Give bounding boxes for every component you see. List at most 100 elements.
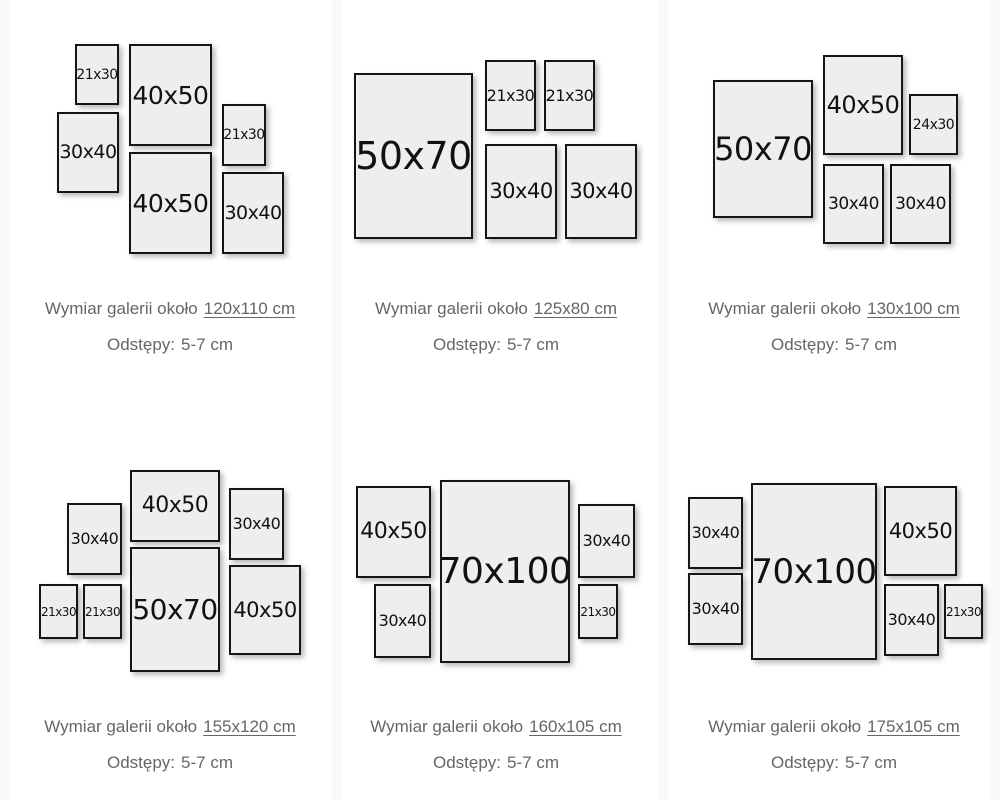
frame-size-label: 40x50 bbox=[888, 518, 953, 543]
gallery-size-link[interactable]: 125x80 cm bbox=[533, 299, 618, 318]
gallery-size-link[interactable]: 120x110 cm bbox=[203, 299, 296, 318]
frame-30x40: 30x40 bbox=[229, 488, 284, 560]
frame-size-label: 21x30 bbox=[486, 85, 535, 105]
frame-size-label: 40x50 bbox=[826, 91, 900, 119]
spacing-value: 5-7 cm bbox=[845, 753, 897, 772]
background-strip bbox=[990, 0, 1000, 800]
frame-21x30: 21x30 bbox=[75, 44, 119, 105]
frame-size-label: 30x40 bbox=[895, 193, 946, 214]
gallery-size-prefix: Wymiar galerii około bbox=[370, 717, 524, 736]
frame-30x40: 30x40 bbox=[823, 164, 884, 244]
frame-30x40: 30x40 bbox=[688, 573, 743, 645]
gallery-size-caption: Wymiar galerii około 160x105 cm bbox=[330, 717, 662, 737]
frame-size-label: 24x30 bbox=[912, 116, 955, 133]
frame-size-label: 30x40 bbox=[691, 523, 740, 542]
frame-size-label: 50x70 bbox=[355, 134, 472, 178]
frame-size-label: 30x40 bbox=[70, 529, 119, 548]
frame-21x30: 21x30 bbox=[83, 584, 122, 639]
frame-size-label: 30x40 bbox=[489, 179, 553, 203]
frame-30x40: 30x40 bbox=[688, 497, 743, 569]
gallery-size-prefix: Wymiar galerii około bbox=[44, 299, 198, 318]
frame-size-label: 40x50 bbox=[141, 493, 209, 518]
spacing-prefix: Odstępy: bbox=[106, 753, 176, 772]
frame-size-label: 21x30 bbox=[545, 85, 594, 105]
gallery-size-link[interactable]: 130x100 cm bbox=[867, 299, 960, 318]
gallery-size-prefix: Wymiar galerii około bbox=[708, 717, 862, 736]
frame-size-label: 21x30 bbox=[223, 127, 265, 143]
frame-21x30: 21x30 bbox=[544, 60, 595, 131]
frame-40x50: 40x50 bbox=[229, 565, 301, 655]
frame-40x50: 40x50 bbox=[129, 152, 212, 254]
frame-size-label: 30x40 bbox=[232, 514, 281, 533]
frame-size-label: 40x50 bbox=[132, 188, 209, 218]
spacing-prefix: Odstępy: bbox=[770, 753, 840, 772]
spacing-prefix: Odstępy: bbox=[432, 753, 502, 772]
gallery-spacing-caption: Odstępy: 5-7 cm bbox=[330, 335, 662, 355]
frame-30x40: 30x40 bbox=[485, 144, 557, 239]
frame-30x40: 30x40 bbox=[222, 172, 284, 254]
frame-size-label: 40x50 bbox=[233, 597, 297, 622]
frame-size-label: 40x50 bbox=[360, 519, 427, 544]
frame-size-label: 21x30 bbox=[40, 604, 77, 619]
gallery-card-6[interactable]: 30x40 70x100 40x50 30x40 30x40 21x30 Wym… bbox=[668, 420, 1000, 800]
frame-size-label: 70x100 bbox=[440, 550, 570, 592]
frame-size-label: 50x70 bbox=[132, 592, 218, 626]
frame-size-label: 21x30 bbox=[76, 66, 118, 83]
gallery-card-2[interactable]: 50x70 21x30 21x30 30x40 30x40 Wymiar gal… bbox=[330, 0, 662, 380]
frame-50x70: 50x70 bbox=[713, 80, 813, 218]
background-strip bbox=[0, 0, 10, 800]
gallery-size-link[interactable]: 160x105 cm bbox=[529, 717, 622, 736]
gallery-size-prefix: Wymiar galerii około bbox=[44, 717, 198, 736]
frame-50x70: 50x70 bbox=[354, 73, 473, 239]
frame-size-label: 30x40 bbox=[691, 599, 740, 618]
frame-size-label: 30x40 bbox=[887, 610, 936, 629]
frame-30x40: 30x40 bbox=[565, 144, 637, 239]
gallery-spacing-caption: Odstępy: 5-7 cm bbox=[0, 753, 340, 773]
gallery-card-5[interactable]: 40x50 70x100 30x40 30x40 21x30 Wymiar ga… bbox=[330, 420, 662, 800]
frame-30x40: 30x40 bbox=[884, 584, 939, 656]
spacing-prefix: Odstępy: bbox=[106, 335, 176, 354]
gallery-card-4[interactable]: 40x50 30x40 30x40 21x30 21x30 50x70 40x5… bbox=[0, 420, 340, 800]
frame-size-label: 21x30 bbox=[580, 604, 616, 619]
gallery-spacing-caption: Odstępy: 5-7 cm bbox=[330, 753, 662, 773]
frame-21x30: 21x30 bbox=[944, 584, 983, 639]
spacing-value: 5-7 cm bbox=[507, 335, 559, 354]
gallery-spacing-caption: Odstępy: 5-7 cm bbox=[668, 335, 1000, 355]
spacing-value: 5-7 cm bbox=[507, 753, 559, 772]
frame-40x50: 40x50 bbox=[823, 55, 903, 155]
frame-size-label: 30x40 bbox=[569, 179, 633, 203]
frame-21x30: 21x30 bbox=[485, 60, 536, 131]
frame-30x40: 30x40 bbox=[57, 112, 119, 193]
gallery-spacing-caption: Odstępy: 5-7 cm bbox=[0, 335, 340, 355]
gallery-card-3[interactable]: 50x70 40x50 24x30 30x40 30x40 Wymiar gal… bbox=[668, 0, 1000, 380]
frame-size-label: 30x40 bbox=[378, 611, 427, 630]
frame-70x100: 70x100 bbox=[440, 480, 570, 663]
frame-30x40: 30x40 bbox=[578, 504, 635, 578]
frame-size-label: 40x50 bbox=[132, 80, 209, 110]
background-strip bbox=[658, 0, 668, 800]
frame-size-label: 30x40 bbox=[828, 193, 879, 214]
frame-40x50: 40x50 bbox=[356, 486, 431, 578]
frame-70x100: 70x100 bbox=[751, 483, 877, 660]
gallery-size-link[interactable]: 175x105 cm bbox=[867, 717, 960, 736]
gallery-size-caption: Wymiar galerii około 175x105 cm bbox=[668, 717, 1000, 737]
spacing-value: 5-7 cm bbox=[181, 753, 233, 772]
spacing-prefix: Odstępy: bbox=[432, 335, 502, 354]
frame-size-label: 21x30 bbox=[84, 604, 121, 619]
frame-21x30: 21x30 bbox=[39, 584, 78, 639]
frame-30x40: 30x40 bbox=[67, 503, 122, 575]
frame-24x30: 24x30 bbox=[909, 94, 958, 155]
frame-size-label: 30x40 bbox=[582, 531, 631, 550]
frame-30x40: 30x40 bbox=[890, 164, 951, 244]
spacing-value: 5-7 cm bbox=[845, 335, 897, 354]
spacing-prefix: Odstępy: bbox=[770, 335, 840, 354]
gallery-card-1[interactable]: 21x30 40x50 21x30 30x40 40x50 30x40 Wymi… bbox=[0, 0, 340, 380]
frame-40x50: 40x50 bbox=[129, 44, 212, 146]
gallery-size-caption: Wymiar galerii około 120x110 cm bbox=[0, 299, 340, 319]
gallery-size-caption: Wymiar galerii około 155x120 cm bbox=[0, 717, 340, 737]
gallery-size-link[interactable]: 155x120 cm bbox=[203, 717, 296, 736]
frame-size-label: 30x40 bbox=[224, 201, 282, 224]
spacing-value: 5-7 cm bbox=[181, 335, 233, 354]
